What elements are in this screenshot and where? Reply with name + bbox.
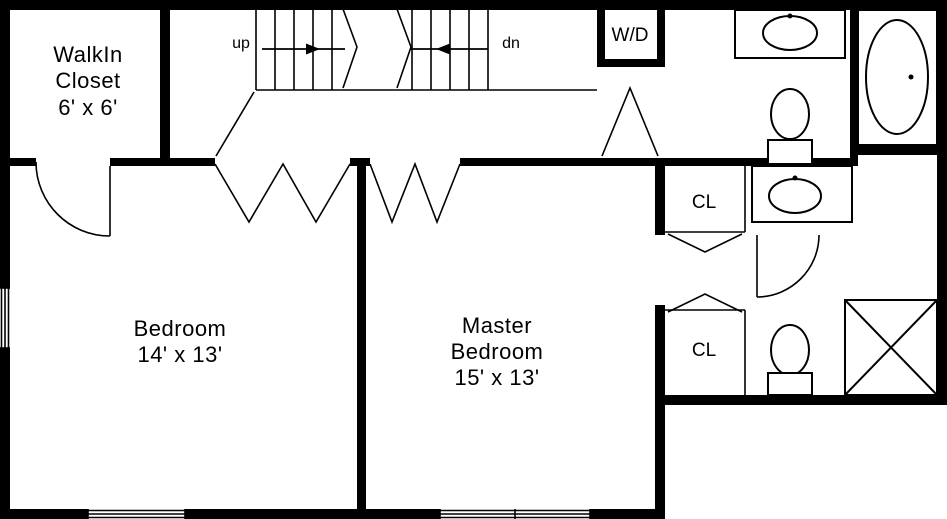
wall-segment bbox=[0, 348, 10, 519]
walkin-closet-label: WalkIn bbox=[53, 42, 122, 67]
toilet-bowl-icon bbox=[770, 88, 810, 140]
bath-swing-door-arc bbox=[756, 234, 820, 298]
wall-segment bbox=[850, 145, 947, 155]
master-bedroom-dims: 15' x 13' bbox=[454, 365, 539, 390]
wall-segment bbox=[0, 158, 36, 166]
sink-basin-icon bbox=[768, 178, 822, 214]
staircase bbox=[255, 8, 597, 91]
wall-segment bbox=[185, 509, 440, 519]
closet-partitions bbox=[665, 166, 746, 395]
down-arrow-head bbox=[436, 43, 450, 55]
wall-segment bbox=[655, 158, 665, 235]
drain-icon bbox=[908, 74, 914, 80]
wall-segment bbox=[590, 509, 665, 519]
closet-upper-label: CL bbox=[692, 192, 716, 213]
doors bbox=[35, 85, 820, 313]
bathtub-icon bbox=[865, 19, 929, 135]
hall-door-leaf bbox=[215, 91, 255, 157]
laundry-label: W/D bbox=[612, 25, 649, 46]
wall-segment bbox=[0, 0, 10, 288]
wall-segment bbox=[460, 158, 657, 166]
stair-direction-arrows bbox=[262, 43, 488, 55]
stair-break-line bbox=[396, 8, 412, 89]
stairs-up-label: up bbox=[232, 35, 250, 52]
faucet-icon bbox=[792, 175, 798, 181]
wall-segment bbox=[597, 0, 605, 67]
wall-segment bbox=[0, 509, 88, 519]
sink-basin-icon bbox=[762, 15, 818, 51]
walkin-closet-label: Closet bbox=[55, 68, 120, 93]
master-bifold-doors bbox=[369, 161, 461, 225]
wall-segment bbox=[0, 0, 947, 10]
wall-segment bbox=[850, 0, 858, 166]
bathroom-door-leaves bbox=[601, 85, 659, 157]
closet-lower-door bbox=[667, 293, 743, 313]
bathroom-fixtures bbox=[734, 9, 938, 396]
wall-segment bbox=[657, 158, 850, 166]
up-arrow-head bbox=[306, 43, 320, 55]
toilet-tank bbox=[767, 372, 813, 396]
wall-segment bbox=[657, 0, 665, 67]
closet-upper-door bbox=[667, 233, 743, 253]
toilet-bowl-icon bbox=[770, 324, 810, 376]
faucet-icon bbox=[787, 13, 793, 19]
wall-segment bbox=[655, 305, 665, 519]
shower-x-line bbox=[844, 299, 938, 396]
wall-segment bbox=[350, 158, 370, 166]
walkin-closet-dims: 6' x 6' bbox=[58, 95, 118, 120]
wall-segment bbox=[110, 158, 215, 166]
master-bedroom-label: Bedroom bbox=[451, 339, 544, 364]
closet-lower-label: CL bbox=[692, 340, 716, 361]
toilet-tank bbox=[767, 139, 813, 165]
wall-segment bbox=[937, 0, 947, 405]
walkin-closet-door-arc bbox=[35, 161, 111, 237]
bedroom-label: Bedroom bbox=[134, 316, 227, 341]
stairs-down-label: dn bbox=[502, 35, 520, 52]
master-bedroom-label: Master bbox=[462, 313, 532, 338]
wall-segment bbox=[357, 166, 366, 509]
wall-segment bbox=[597, 59, 665, 67]
wall-segment bbox=[655, 395, 947, 405]
bedroom-dims: 14' x 13' bbox=[137, 342, 222, 367]
bedroom-bifold-doors bbox=[214, 162, 351, 224]
wall-segment bbox=[160, 0, 170, 166]
labels: WalkIn Closet 6' x 6' Bedroom 14' x 13' … bbox=[53, 25, 716, 390]
stair-break-line bbox=[342, 8, 358, 89]
